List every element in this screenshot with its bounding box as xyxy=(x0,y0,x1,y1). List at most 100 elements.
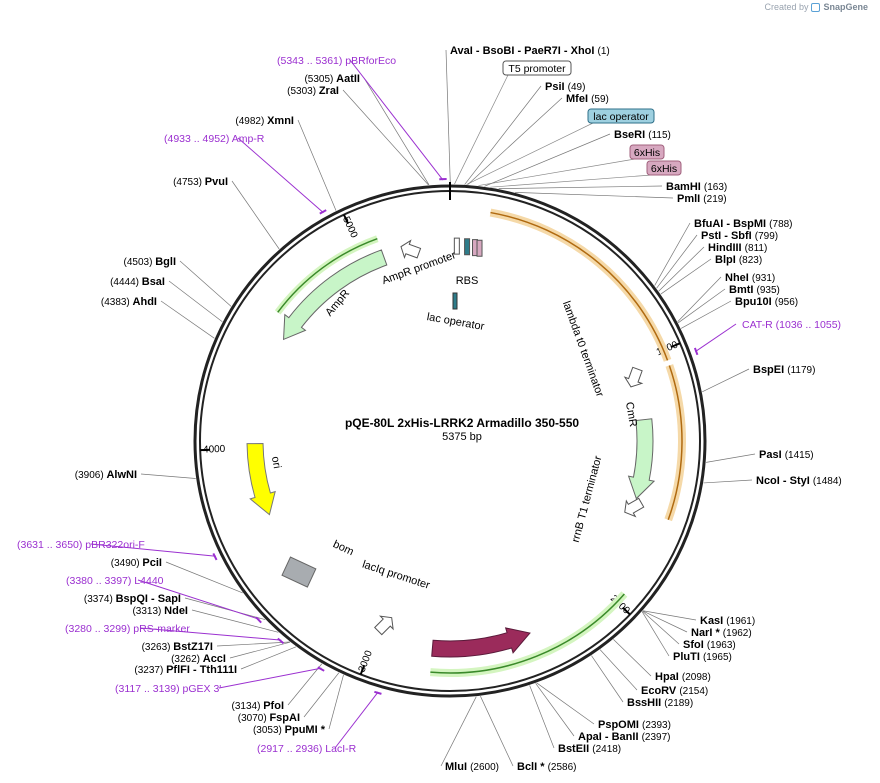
leader-line xyxy=(467,97,563,185)
enzyme-name: Bpu10I xyxy=(735,296,775,308)
origin-small-feature xyxy=(476,239,483,257)
plasmid-name: pQE-80L 2xHis-LRRK2 Armadillo 350-550 xyxy=(345,416,579,430)
tick-mark xyxy=(359,664,366,675)
plasmid-size: 5375 bp xyxy=(442,431,482,443)
laciq-promoter-label: lacIq promoter xyxy=(361,559,432,592)
primer-label: (2917 .. 2936) LacI-R xyxy=(257,743,357,755)
enzyme-name: PpuMI * xyxy=(285,724,326,736)
leader-line xyxy=(454,74,509,185)
enzyme-position: (2189) xyxy=(664,698,693,709)
leader-line xyxy=(642,610,688,633)
primer-label: (4933 .. 4952) Amp-R xyxy=(164,133,265,145)
enzyme-position: (3313) xyxy=(132,606,164,617)
enzyme-label: (4503) BglI xyxy=(124,256,176,268)
leader-line xyxy=(703,479,753,484)
ampr-promoter-label: AmpR promoter xyxy=(380,249,457,287)
enzyme-name: AatII xyxy=(336,73,360,85)
leader-line xyxy=(297,119,337,211)
enzyme-name: BstEII xyxy=(558,743,592,755)
top-feature-label: T5 promoter xyxy=(508,63,566,75)
enzyme-name: SfoI xyxy=(683,639,707,651)
enzyme-position: (811) xyxy=(745,243,768,254)
leader-line xyxy=(464,85,542,185)
leader-line xyxy=(140,473,196,479)
enzyme-position: (115) xyxy=(648,130,671,141)
primer-leader-line xyxy=(349,59,444,181)
laci-label: lacI xyxy=(491,591,511,607)
ampr-promoter-arrow xyxy=(400,239,422,260)
enzyme-position: (2586) xyxy=(548,762,577,773)
lambda-terminator-label: lambda t0 terminator xyxy=(560,300,606,399)
ampr-arrow xyxy=(283,249,388,341)
enzyme-position: (4444) xyxy=(110,277,142,288)
enzyme-position: (4383) xyxy=(101,297,133,308)
primer-label: (3280 .. 3299) pRS-marker xyxy=(65,623,190,635)
enzyme-label: (4383) AhdI xyxy=(101,296,157,308)
leader-line xyxy=(591,655,624,703)
enzyme-label: BfuAI - BspMI (788) xyxy=(694,218,793,230)
enzyme-position: (2154) xyxy=(679,686,708,697)
enzyme-label: NarI * (1962) xyxy=(691,627,752,639)
enzyme-name: EcoRV xyxy=(641,685,679,697)
enzyme-name: PsiI xyxy=(545,81,568,93)
enzyme-label: (4982) XmnI xyxy=(235,115,294,127)
enzyme-label: (5305) AatII xyxy=(304,73,360,85)
enzyme-name: PciI xyxy=(142,557,162,569)
enzyme-name: AhdI xyxy=(133,296,157,308)
enzyme-position: (1965) xyxy=(703,652,732,663)
leader-line xyxy=(654,222,691,286)
enzyme-label: (3374) BspQI - SapI xyxy=(84,593,181,605)
enzyme-label: (3237) PflFI - Tth111I xyxy=(134,664,237,676)
leader-line xyxy=(536,682,595,725)
orf2-arc xyxy=(667,365,683,521)
enzyme-label: Bpu10I (956) xyxy=(735,296,798,308)
enzyme-name: NarI * xyxy=(691,627,723,639)
leader-line xyxy=(216,641,290,647)
enzyme-position: (5305) xyxy=(304,74,336,85)
leader-line xyxy=(706,453,756,463)
enzyme-label: BseRI (115) xyxy=(614,129,671,141)
enzyme-name: PasI xyxy=(759,449,785,461)
bom-box xyxy=(281,556,317,588)
enzyme-position: (3906) xyxy=(75,470,107,481)
leader-line xyxy=(478,158,636,186)
primer-leader-line xyxy=(139,627,282,641)
enzyme-position: (5303) xyxy=(287,86,319,97)
enzyme-label: (3053) PpuMI * xyxy=(253,724,326,736)
bom-label: bom xyxy=(331,538,355,558)
lac-operator-box xyxy=(452,292,458,310)
top-feature-box xyxy=(646,160,682,176)
leader-line xyxy=(342,89,429,186)
enzyme-name: MluI xyxy=(445,761,470,773)
snapgene-logo-icon xyxy=(811,2,821,12)
leader-line xyxy=(660,258,712,295)
enzyme-position: (2393) xyxy=(642,720,671,731)
leader-line xyxy=(702,368,750,393)
leader-line xyxy=(191,609,279,633)
enzyme-label: PasI (1415) xyxy=(759,449,814,461)
enzyme-name: MfeI xyxy=(566,93,591,105)
enzyme-position: (2418) xyxy=(592,744,621,755)
enzyme-name: AvaI - BsoBI - PaeR7I - XhoI xyxy=(450,45,598,57)
enzyme-label: BamHI (163) xyxy=(666,181,727,193)
origin-small-feature xyxy=(453,237,460,255)
enzyme-label: ApaI - BanII (2397) xyxy=(578,731,670,743)
ori-arrow xyxy=(246,442,276,516)
enzyme-name: FspAI xyxy=(269,712,300,724)
enzyme-position: (1415) xyxy=(785,450,814,461)
enzyme-label: EcoRV (2154) xyxy=(641,685,708,697)
enzyme-position: (163) xyxy=(704,182,727,193)
enzyme-label: PluTI (1965) xyxy=(673,651,732,663)
cmr-arrow xyxy=(627,418,656,500)
credit-prefix: Created by xyxy=(764,2,809,12)
enzyme-position: (3374) xyxy=(84,594,116,605)
enzyme-position: (823) xyxy=(739,255,762,266)
enzyme-label: PspOMI (2393) xyxy=(598,719,671,731)
enzyme-name: NdeI xyxy=(164,605,188,617)
enzyme-label: (3906) AlwNI xyxy=(75,469,137,481)
enzyme-position: (1179) xyxy=(787,365,815,376)
leader-line xyxy=(184,597,266,620)
primer-range: (3380 .. 3397) xyxy=(66,575,134,587)
primer-site-mark xyxy=(317,666,325,672)
enzyme-name: BssHII xyxy=(627,697,664,709)
